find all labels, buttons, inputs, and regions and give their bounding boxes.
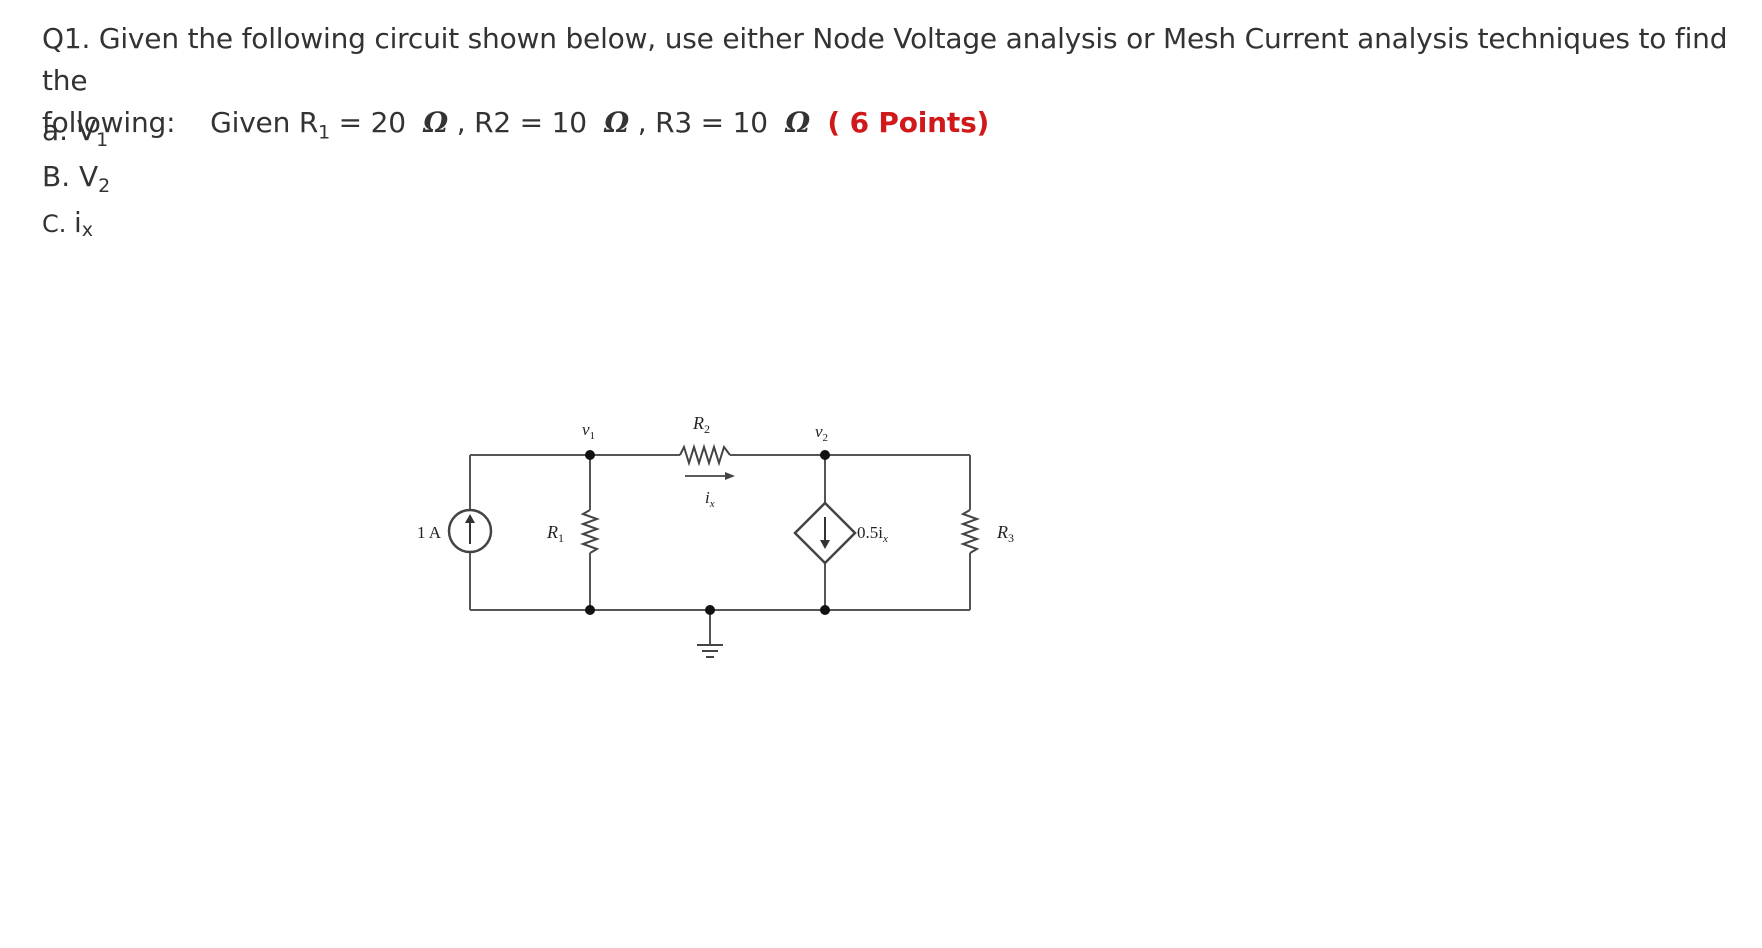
node-bottom-right-dot [820, 605, 830, 615]
r3-value: , R3 = 10 [629, 106, 777, 139]
question-text: Q1. Given the following circuit shown be… [42, 18, 1732, 154]
v2-label: v2 [815, 422, 828, 444]
circuit-diagram: 1 A R1 R2 ix v1 v2 0.5ix R3 [417, 413, 1014, 658]
dependent-source-label: 0.5ix [857, 523, 888, 545]
r3-label-sub: 3 [1008, 531, 1014, 545]
dependent-current-source [793, 501, 857, 565]
resistor-r3 [960, 509, 980, 554]
part-b-label: B. V [42, 160, 99, 193]
node-v1-dot [585, 450, 595, 460]
resistor-r1 [580, 509, 600, 554]
v2-label-sub: 2 [823, 432, 829, 444]
r2-label: R2 [692, 413, 710, 436]
part-a-subscript: 1 [96, 129, 109, 151]
ix-arrow [685, 472, 735, 480]
v2-label-text: v [815, 422, 823, 441]
node-v2-dot [820, 450, 830, 460]
r2-value: , R2 = 10 [448, 106, 596, 139]
question-line-1: Q1. Given the following circuit shown be… [42, 22, 1728, 97]
r1-label-text: R [546, 522, 558, 542]
part-a-label: a. V [42, 114, 97, 147]
r3-label: R3 [996, 522, 1014, 545]
node-ground-dot [705, 605, 715, 615]
given-lead: following: Given R [42, 106, 319, 139]
part-a: a. V1 [42, 108, 110, 154]
v1-label: v1 [582, 420, 595, 442]
ground-symbol [697, 644, 723, 658]
part-b-subscript: 2 [98, 175, 111, 197]
dep-label-text: 0.5i [857, 523, 883, 542]
omega-symbol-3: Ω [785, 106, 811, 139]
ix-label-sub: x [709, 498, 715, 510]
r3-label-text: R [996, 522, 1008, 542]
part-c-label: C. [42, 210, 75, 238]
v1-label-text: v [582, 420, 590, 439]
r2-label-text: R [692, 413, 704, 433]
part-b: B. V2 [42, 154, 110, 200]
r1-label-sub: 1 [558, 531, 564, 545]
part-c-variable: ix [74, 206, 94, 241]
current-source [447, 508, 493, 554]
r1-label: R1 [546, 522, 564, 545]
omega-symbol-1: Ω [423, 106, 449, 139]
resistor-r2 [679, 443, 731, 467]
r1-value: = 20 [329, 106, 415, 139]
part-c-var: i [74, 206, 82, 239]
omega-symbol-2: Ω [604, 106, 630, 139]
question-parts: a. V1 B. V2 C. ix [42, 108, 110, 246]
r2-label-sub: 2 [704, 422, 710, 436]
dep-label-sub: x [882, 533, 888, 545]
source-label: 1 A [417, 523, 442, 542]
question-line-2: following: Given R1 = 20 Ω , R2 = 10 Ω ,… [42, 102, 1732, 154]
points-label: ( 6 Points) [827, 106, 990, 139]
r1-subscript: 1 [318, 121, 330, 144]
circuit-wires [469, 454, 971, 645]
part-c: C. ix [42, 200, 110, 246]
ix-label: ix [705, 488, 715, 510]
part-c-subscript: x [81, 219, 94, 241]
ix-label-text: i [705, 488, 710, 507]
node-bottom-left-dot [585, 605, 595, 615]
v1-label-sub: 1 [590, 430, 596, 442]
